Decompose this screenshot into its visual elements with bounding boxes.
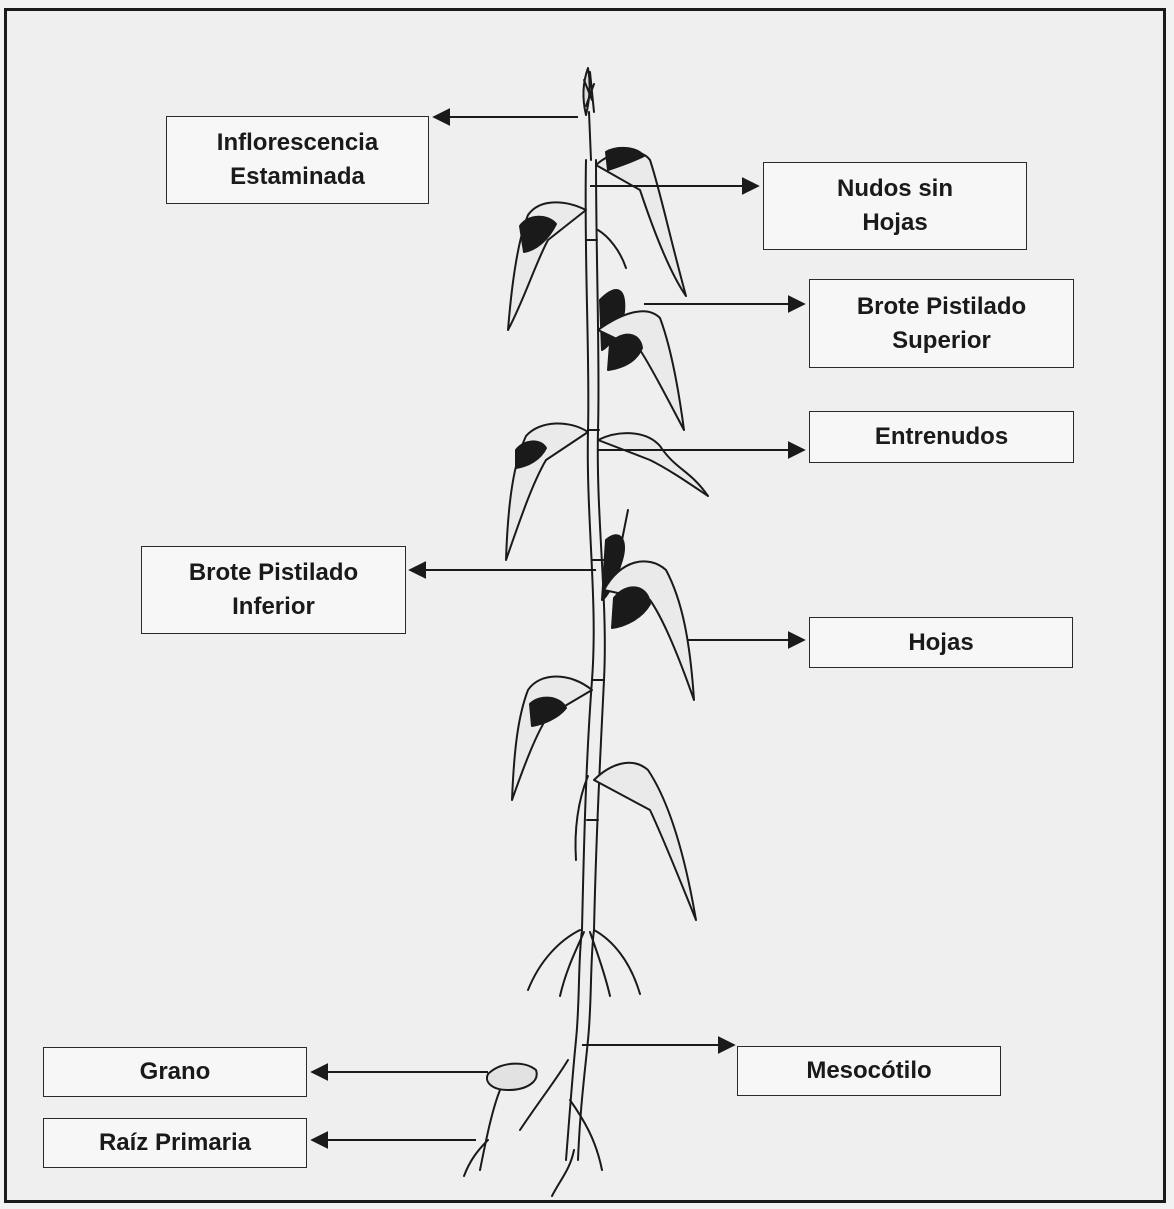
seed-roots-drawing	[464, 1060, 602, 1196]
lower-ear-drawing	[602, 510, 694, 700]
label-nudos-text: Nudos sin Hojas	[837, 172, 953, 240]
label-grano: Grano	[43, 1047, 307, 1097]
stem-drawing	[566, 160, 605, 1160]
label-raiz: Raíz Primaria	[43, 1118, 307, 1168]
label-entrenudos: Entrenudos	[809, 411, 1074, 463]
label-nudos: Nudos sin Hojas	[763, 162, 1027, 250]
label-mesocotilo-text: Mesocótilo	[806, 1054, 931, 1088]
label-entrenudos-text: Entrenudos	[875, 420, 1008, 454]
label-brote-inferior-text: Brote Pistilado Inferior	[189, 556, 358, 624]
label-hojas: Hojas	[809, 617, 1073, 668]
label-inflorescencia-text: Inflorescencia Estaminada	[217, 126, 378, 194]
label-brote-inferior: Brote Pistilado Inferior	[141, 546, 406, 634]
label-mesocotilo: Mesocótilo	[737, 1046, 1001, 1096]
label-raiz-text: Raíz Primaria	[99, 1126, 251, 1160]
label-brote-superior-text: Brote Pistilado Superior	[857, 290, 1026, 358]
label-grano-text: Grano	[140, 1055, 211, 1089]
tassel-drawing	[583, 68, 594, 160]
base-sheaths-drawing	[528, 930, 640, 996]
label-inflorescencia: Inflorescencia Estaminada	[166, 116, 429, 204]
label-hojas-text: Hojas	[908, 626, 973, 660]
upper-ear-drawing	[598, 290, 684, 430]
label-brote-superior: Brote Pistilado Superior	[809, 279, 1074, 368]
lower-leaves-drawing	[512, 677, 696, 921]
